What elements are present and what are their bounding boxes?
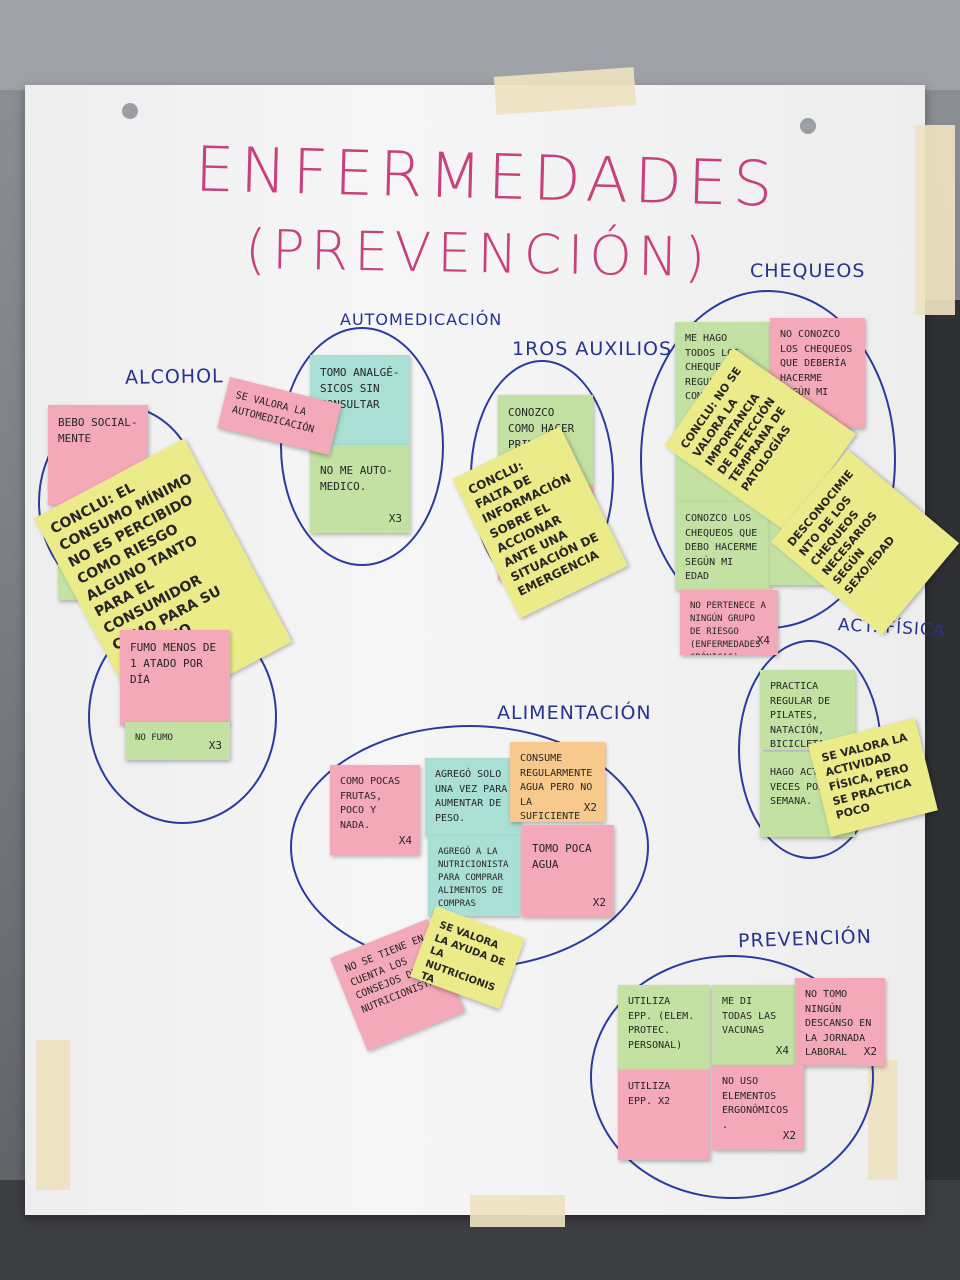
- section-label-chequeos: CHEQUEOS: [750, 260, 866, 282]
- note-text: Fumo menos de 1 atado por día: [130, 641, 217, 686]
- note-count: x4: [756, 634, 770, 648]
- note-count: x2: [583, 801, 597, 815]
- note-prev-descanso: No tomo ningún descanso en la jornada la…: [795, 978, 885, 1066]
- note-text: Se valora la ayuda de la nutricionista: [419, 919, 507, 994]
- note-text: Practica regular de pilates, natación, b…: [770, 681, 831, 750]
- circle-prevencion: [590, 955, 874, 1199]
- page-title-line2: (PREVENCIÓN): [244, 217, 712, 290]
- note-text: Utiliza EPP. x2: [628, 1081, 671, 1107]
- hole-right: [800, 118, 816, 134]
- note-count: x2: [592, 896, 606, 910]
- note-count: x3: [208, 739, 222, 753]
- note-text: Bebo social-mente: [58, 416, 138, 445]
- note-prev-ergonomicos: No uso elementos ergonómicos. x2: [712, 1065, 804, 1150]
- section-label-alcohol: ALCOHOL: [124, 365, 224, 389]
- circle-automedicacion: [280, 327, 444, 566]
- note-count: x2: [782, 1129, 796, 1143]
- note-text: Utiliza EPP. (Elem. Protec. Personal): [628, 996, 695, 1051]
- note-prev-epp: Utiliza EPP. (Elem. Protec. Personal): [618, 985, 710, 1070]
- hole-left: [122, 103, 138, 119]
- section-label-alimentacion: ALIMENTACIÓN: [497, 702, 652, 724]
- note-text: Se valora la actividad física, pero se p…: [820, 730, 913, 823]
- note-text: Tomo poca agua: [532, 842, 592, 871]
- note-text: No tomo ningún descanso en la jornada la…: [805, 989, 872, 1058]
- note-text: Agregó a la nutricionista para comprar a…: [438, 847, 509, 910]
- note-count: x3: [388, 512, 402, 526]
- note-prev-vacunas: Me di todas las vacunas x4: [712, 985, 797, 1065]
- note-chequeos-no-pertenece: No pertenece a ningún grupo de riesgo (e…: [680, 590, 778, 655]
- note-text: Hago act. 2 veces por semana.: [770, 767, 837, 807]
- note-text: No pertenece a ningún grupo de riesgo (e…: [690, 601, 766, 655]
- note-ali-pocas-frutas: Como pocas frutas, poco y nada. x4: [330, 765, 420, 855]
- note-text: Me di todas las vacunas: [722, 996, 777, 1036]
- note-text: No fumo: [135, 733, 173, 743]
- background-ceiling: [0, 0, 960, 90]
- note-ali-agua: Consume regularmente agua pero no la suf…: [510, 742, 605, 822]
- tape-bottom: [470, 1195, 565, 1227]
- note-ali-nutricionista: Agregó a la nutricionista para comprar a…: [428, 836, 520, 916]
- note-text: Conozco los chequeos que debo hacerme se…: [685, 513, 758, 582]
- note-ali-agrego: Agregó solo una vez para aumentar de pes…: [425, 758, 520, 836]
- note-text: Agregó solo una vez para aumentar de pes…: [435, 769, 508, 824]
- note-count: x2: [863, 1045, 877, 1059]
- note-no-fumo: No fumo x3: [125, 722, 230, 760]
- section-label-auxilios: 1ROS AUXILIOS: [512, 338, 673, 360]
- note-ali-poca-agua: Tomo poca agua x2: [522, 825, 614, 917]
- note-text: Se valora la automedicación: [230, 389, 316, 436]
- note-prev-utiliza-epp: Utiliza EPP. x2: [618, 1070, 710, 1160]
- note-chequeos-conozco: Conozco los chequeos que debo hacerme se…: [675, 502, 770, 590]
- page-title-line1: ENFERMEDADES: [194, 132, 780, 221]
- note-count: x4: [398, 834, 412, 848]
- tape-bottom-left: [36, 1040, 70, 1190]
- note-text: Tomo analgé-sicos sin consultar: [320, 366, 400, 411]
- note-count: x4: [775, 1044, 789, 1058]
- note-text: No uso elementos ergonómicos.: [722, 1076, 789, 1131]
- tape-right: [915, 125, 955, 315]
- note-automedicacion-no: No me auto-medico. x3: [310, 445, 410, 533]
- note-fumo: Fumo menos de 1 atado por día: [120, 630, 230, 725]
- note-text: No me auto-medico.: [320, 464, 393, 493]
- section-label-automedicacion: AUTOMEDICACIÓN: [340, 310, 503, 329]
- note-text: Como pocas frutas, poco y nada.: [340, 776, 401, 831]
- note-text: Consume regularmente agua pero no la suf…: [520, 753, 593, 822]
- section-label-prevencion: PREVENCIÓN: [737, 925, 873, 953]
